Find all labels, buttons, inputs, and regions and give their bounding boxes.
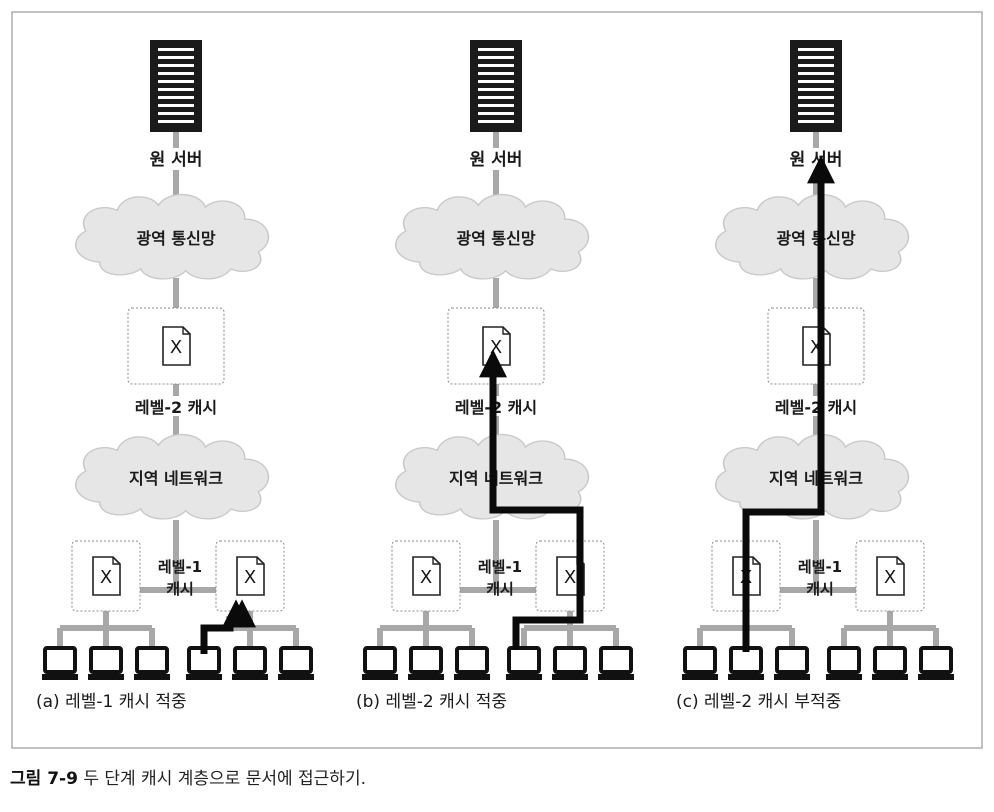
server-icon xyxy=(470,40,522,132)
document-glyph: X xyxy=(490,337,502,358)
caption-number: 그림 7-9 xyxy=(10,769,78,789)
level1-cache-label-2: 캐시 xyxy=(806,580,834,598)
level1-cache-box-right: X xyxy=(215,540,285,612)
document-icon: X xyxy=(412,556,441,596)
document-glyph: X xyxy=(884,567,896,588)
computer-icon xyxy=(918,646,954,680)
level1-cache-box-left: X xyxy=(71,540,141,612)
computer-icon xyxy=(598,646,634,680)
request-path-arrow xyxy=(742,155,835,652)
computer-icon xyxy=(872,646,908,680)
computer-icon xyxy=(88,646,124,680)
level2-cache-label: 레벨-2 캐시 xyxy=(775,398,857,417)
document-glyph: X xyxy=(170,337,182,358)
computer-icon xyxy=(408,646,444,680)
document-icon: X xyxy=(876,556,905,596)
level1-cache-box-left: X xyxy=(391,540,461,612)
computer-icon xyxy=(42,646,78,680)
level2-cache-box: X xyxy=(127,307,225,385)
level1-cache-box-right: X xyxy=(535,540,605,612)
caption-text: 두 단계 캐시 계층으로 문서에 접근하기. xyxy=(77,769,366,789)
document-icon: X xyxy=(162,326,191,366)
computer-icon xyxy=(774,646,810,680)
panel-subcaption: (c) 레벨-2 캐시 부적중 xyxy=(676,692,841,712)
level2-cache-label: 레벨-2 캐시 xyxy=(135,398,217,417)
panel-subcaption: (b) 레벨-2 캐시 적중 xyxy=(356,692,507,712)
document-glyph: X xyxy=(564,567,576,588)
computer-icon xyxy=(682,646,718,680)
document-icon: X xyxy=(236,556,265,596)
server-icon xyxy=(790,40,842,132)
wan-cloud-label: 광역 통신망 xyxy=(456,229,535,248)
document-icon: X xyxy=(802,326,831,366)
document-glyph: X xyxy=(244,567,256,588)
computer-icon xyxy=(232,646,268,680)
figure-caption: 그림 7-9 두 단계 캐시 계층으로 문서에 접근하기. xyxy=(10,764,366,789)
computer-icon xyxy=(826,646,862,680)
level1-cache-label: 레벨-1 xyxy=(158,558,202,576)
wan-cloud-label: 광역 통신망 xyxy=(136,229,215,248)
figure-frame xyxy=(11,11,983,749)
computer-icon xyxy=(362,646,398,680)
computer-icon xyxy=(506,646,542,680)
level1-cache-label: 레벨-1 xyxy=(478,558,522,576)
level2-cache-box: X xyxy=(767,307,865,385)
lan-cloud-label: 지역 네트워크 xyxy=(129,469,223,488)
document-icon: X xyxy=(92,556,121,596)
computer-icon xyxy=(278,646,314,680)
level1-cache-box-right: X xyxy=(855,540,925,612)
level1-cache-label-2: 캐시 xyxy=(486,580,514,598)
request-path-arrow xyxy=(479,349,584,650)
server-icon xyxy=(150,40,202,132)
origin-server-label: 원 서버 xyxy=(150,150,203,170)
wan-cloud-label: 광역 통신망 xyxy=(776,229,855,248)
origin-server-label: 원 서버 xyxy=(470,150,523,170)
document-glyph: X xyxy=(420,567,432,588)
document-icon: X xyxy=(482,326,511,366)
panel-subcaption: (a) 레벨-1 캐시 적중 xyxy=(36,692,187,712)
computer-icon xyxy=(134,646,170,680)
origin-server-label: 원 서버 xyxy=(790,150,843,170)
level1-cache-label: 레벨-1 xyxy=(798,558,842,576)
computer-icon xyxy=(552,646,588,680)
computer-icon xyxy=(454,646,490,680)
lan-cloud-label: 지역 네트워크 xyxy=(769,469,863,488)
computer-icon xyxy=(728,646,764,680)
level1-cache-label-2: 캐시 xyxy=(166,580,194,598)
document-glyph: X xyxy=(100,567,112,588)
